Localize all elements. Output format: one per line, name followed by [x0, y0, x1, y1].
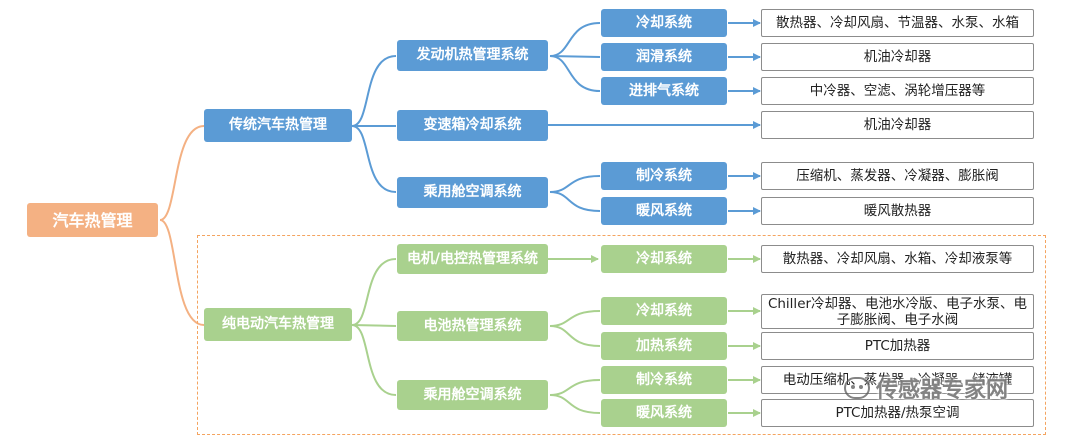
battery-heating-node: 加热系统: [601, 332, 727, 360]
cabin-heating-detail: 暖风散热器: [761, 197, 1034, 225]
ev-cabin-refrigeration-node: 制冷系统: [601, 366, 727, 394]
engine-lubrication-detail: 机油冷却器: [761, 43, 1034, 71]
electric-thermal-node: 纯电动汽车热管理: [204, 308, 352, 341]
cabin-heating-node: 暖风系统: [601, 197, 727, 225]
ev-cabin-refrigeration-detail: 电动压缩机、蒸发器、冷凝器、储液罐: [761, 366, 1034, 394]
cabin-ac-node: 乘用舱空调系统: [397, 177, 548, 208]
motor-cooling-detail: 散热器、冷却风扇、水箱、冷却液泵等: [761, 245, 1034, 273]
gearbox-cooling-node: 变速箱冷却系统: [397, 110, 548, 141]
battery-thermal-node: 电池热管理系统: [397, 311, 548, 341]
engine-lubrication-node: 润滑系统: [601, 43, 727, 71]
wechat-icon: [844, 377, 870, 399]
root-node: 汽车热管理: [27, 203, 158, 237]
battery-heating-detail: PTC加热器: [761, 332, 1034, 360]
electric-vehicle-group-frame: [197, 235, 1046, 435]
engine-intake-exhaust-node: 进排气系统: [601, 77, 727, 105]
cabin-refrigeration-detail: 压缩机、蒸发器、冷凝器、膨胀阀: [761, 162, 1034, 190]
traditional-thermal-node: 传统汽车热管理: [204, 109, 352, 142]
gearbox-cooling-detail: 机油冷却器: [761, 111, 1034, 139]
battery-cooling-node: 冷却系统: [601, 297, 727, 325]
motor-cooling-node: 冷却系统: [601, 245, 727, 273]
cabin-refrigeration-node: 制冷系统: [601, 162, 727, 190]
battery-cooling-detail: Chiller冷却器、电池水冷版、电子水泵、电子膨胀阀、电子水阀: [761, 294, 1034, 329]
engine-thermal-node: 发动机热管理系统: [397, 40, 548, 71]
watermark-text: 传感器专家网: [876, 378, 1009, 403]
ev-cabin-heating-node: 暖风系统: [601, 399, 727, 427]
ev-cabin-heating-detail: PTC加热器/热泵空调: [761, 399, 1034, 427]
engine-intake-exhaust-detail: 中冷器、空滤、涡轮增压器等: [761, 77, 1034, 105]
engine-cooling-node: 冷却系统: [601, 9, 727, 37]
ev-cabin-ac-node: 乘用舱空调系统: [397, 380, 548, 410]
motor-thermal-node: 电机/电控热管理系统: [397, 244, 548, 274]
engine-cooling-detail: 散热器、冷却风扇、节温器、水泵、水箱: [761, 9, 1034, 37]
watermark: 传感器专家网: [844, 372, 1008, 404]
